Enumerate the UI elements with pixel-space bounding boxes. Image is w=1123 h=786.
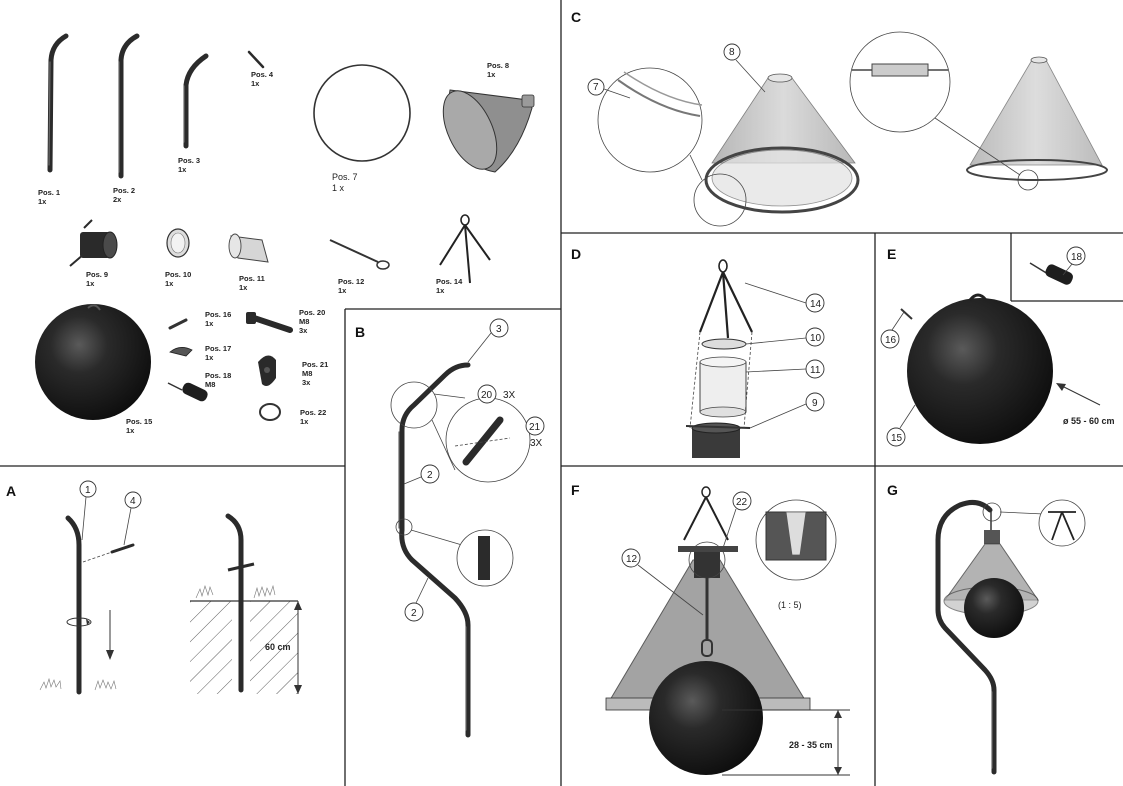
part-pos11-container: Pos. 11 1x [228,233,269,292]
callout-d10: 10 [810,333,822,344]
callout-a4: 4 [130,496,136,507]
pos3-qty: 1x [178,165,187,174]
part-pos1-pole: Pos. 1 1x [38,33,69,206]
part-pos15-ball: Pos. 15 1x [35,304,152,435]
pos4-label: Pos. 4 [251,70,274,79]
pos20-spec: M8 [299,317,309,326]
pos2-label: Pos. 2 [113,186,135,195]
pos7-qty: 1 x [332,183,345,193]
section-g-letter: G [887,482,898,498]
pos11-label: Pos. 11 [239,274,265,283]
pos16-qty: 1x [205,319,214,328]
part-pos14-hanger: Pos. 14 1x [436,214,491,295]
section-c: C 7 8 [571,9,1108,227]
pos9-qty: 1x [86,279,95,288]
pos18-spec: M8 [205,380,215,389]
part-pos8-funnel: Pos. 8 1x [442,61,535,173]
callout-e15: 15 [891,433,903,444]
callout-b20: 20 [481,390,493,401]
pos21-label: Pos. 21 [302,360,328,369]
callout-b20-qty: 3X [503,390,516,401]
callout-b2a: 2 [427,470,433,481]
pos7-label: Pos. 7 [332,172,358,182]
pos14-label: Pos. 14 [436,277,463,286]
section-d-letter: D [571,246,581,262]
section-g: G [887,482,1086,775]
pos10-qty: 1x [165,279,174,288]
part-pos20-bolt: Pos. 20 M8 3x [246,308,325,335]
callout-e16: 16 [885,335,897,346]
part-pos22-clamp: Pos. 22 1x [259,403,326,426]
scale-label: (1 : 5) [778,600,802,610]
part-pos4-rod: Pos. 4 1x [247,50,274,88]
part-pos18-pump: Pos. 18 M8 [167,371,231,402]
callout-c8: 8 [729,47,735,58]
section-a-letter: A [6,483,16,499]
pos17-qty: 1x [205,353,214,362]
callout-b3: 3 [496,324,502,335]
pos16-label: Pos. 16 [205,310,231,319]
section-e-letter: E [887,246,896,262]
pos8-label: Pos. 8 [487,61,509,70]
section-b: B 3 2 2 20 3X 21 3X [355,318,545,738]
callout-b2b: 2 [411,608,417,619]
part-pos12-carabiner: Pos. 12 1x [329,239,390,295]
part-pos21-wing-nut: Pos. 21 M8 3x [258,355,328,387]
dim-hang-height: 28 - 35 cm [789,740,833,750]
part-pos7-ring: Pos. 7 1 x [313,64,411,193]
section-e: E 16 15 ø 55 - 60 cm 18 [880,246,1115,447]
callout-f22: 22 [736,497,748,508]
pos15-qty: 1x [126,426,135,435]
parts-list: Pos. 1 1x Pos. 2 2x Pos. 3 1x Pos. 4 1x … [35,33,535,435]
section-f: F 12 22 (1 : 5) 28 - 35 cm [571,482,850,776]
pos8-qty: 1x [487,70,496,79]
callout-f12: 12 [626,554,638,565]
callout-d9: 9 [812,398,818,409]
pos1-label: Pos. 1 [38,188,60,197]
pos20-label: Pos. 20 [299,308,325,317]
section-b-letter: B [355,324,365,340]
pos17-label: Pos. 17 [205,344,231,353]
pos2-qty: 2x [113,195,122,204]
callout-d14: 14 [810,299,822,310]
pos10-label: Pos. 10 [165,270,191,279]
section-d: D 14 10 11 9 [571,246,825,458]
callout-b21-qty: 3X [530,438,543,449]
part-pos3-pole: Pos. 3 1x [178,53,209,174]
pos12-label: Pos. 12 [338,277,364,286]
pos9-label: Pos. 9 [86,270,108,279]
section-a: A 1 4 60 cm [6,480,302,696]
callout-c7: 7 [593,82,599,93]
pos4-qty: 1x [251,79,260,88]
dim-depth: 60 cm [265,642,291,652]
pos14-qty: 1x [436,286,445,295]
pos22-qty: 1x [300,417,309,426]
pos20-qty: 3x [299,326,308,335]
pos12-qty: 1x [338,286,347,295]
callout-a1: 1 [85,485,91,496]
callout-d11: 11 [810,365,821,376]
part-pos17-adapter: Pos. 17 1x [169,344,231,362]
pos21-spec: M8 [302,369,312,378]
callout-e18: 18 [1071,252,1083,263]
pos11-qty: 1x [239,283,248,292]
pos1-qty: 1x [38,197,47,206]
section-f-letter: F [571,482,580,498]
part-pos16-valve-needle: Pos. 16 1x [168,310,231,330]
part-pos10-lid: Pos. 10 1x [165,228,191,288]
section-c-letter: C [571,9,581,25]
part-pos2-pole: Pos. 2 2x [113,33,140,204]
pos3-label: Pos. 3 [178,156,200,165]
pos21-qty: 3x [302,378,311,387]
dim-diameter: ø 55 - 60 cm [1063,416,1115,426]
pos18-label: Pos. 18 [205,371,231,380]
part-pos9-holder: Pos. 9 1x [69,219,118,288]
callout-b21: 21 [529,422,541,433]
pos15-label: Pos. 15 [126,417,152,426]
pos22-label: Pos. 22 [300,408,326,417]
